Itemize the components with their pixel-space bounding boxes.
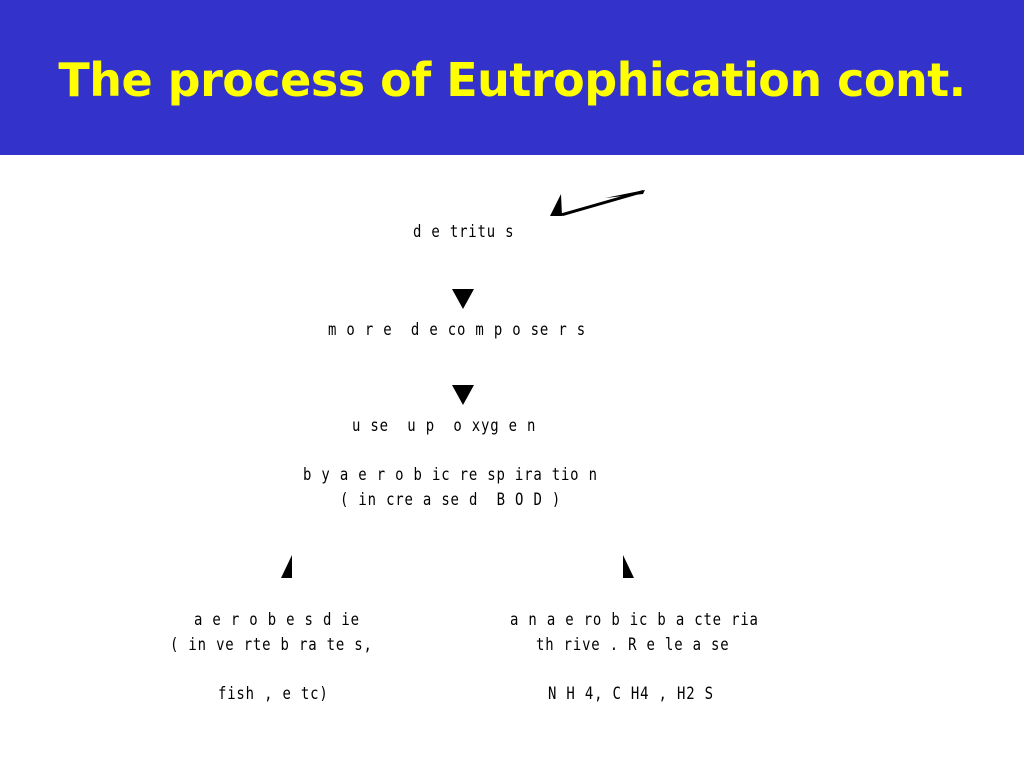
node-aerobes-die: a e r o b e s d ie — [194, 610, 360, 630]
arrow-down-icon — [452, 289, 474, 309]
node-thrive-release: th rive . R e le a se — [536, 635, 730, 655]
node-increased-bod: ( in cre a se d B O D ) — [340, 490, 562, 510]
arrow-down-icon — [452, 385, 474, 405]
node-use-up-oxygen: u se u p o xyg e n — [352, 416, 537, 436]
arrow-down-left-icon — [281, 555, 292, 578]
page-title: The process of Eutrophication cont. — [58, 53, 966, 107]
node-invertebrates: ( in ve rte b ra te s, — [170, 635, 373, 655]
node-anaerobic-bacteria: a n a e ro b ic b a cte ria — [510, 610, 759, 630]
node-gases: N H 4, C H4 , H2 S — [548, 684, 714, 704]
node-more-decomposers: m o r e d e co m p o se r s — [328, 320, 586, 340]
node-aerobic-respiration: b y a e r o b ic re sp ira tio n — [303, 465, 598, 485]
node-detritus: d e tritu s — [413, 222, 515, 242]
node-fish-etc: fish , e tc) — [218, 684, 329, 704]
title-bar: The process of Eutrophication cont. — [0, 0, 1024, 155]
arrow-down-right-icon — [623, 555, 634, 578]
arrow-up-right-icon — [550, 190, 645, 216]
